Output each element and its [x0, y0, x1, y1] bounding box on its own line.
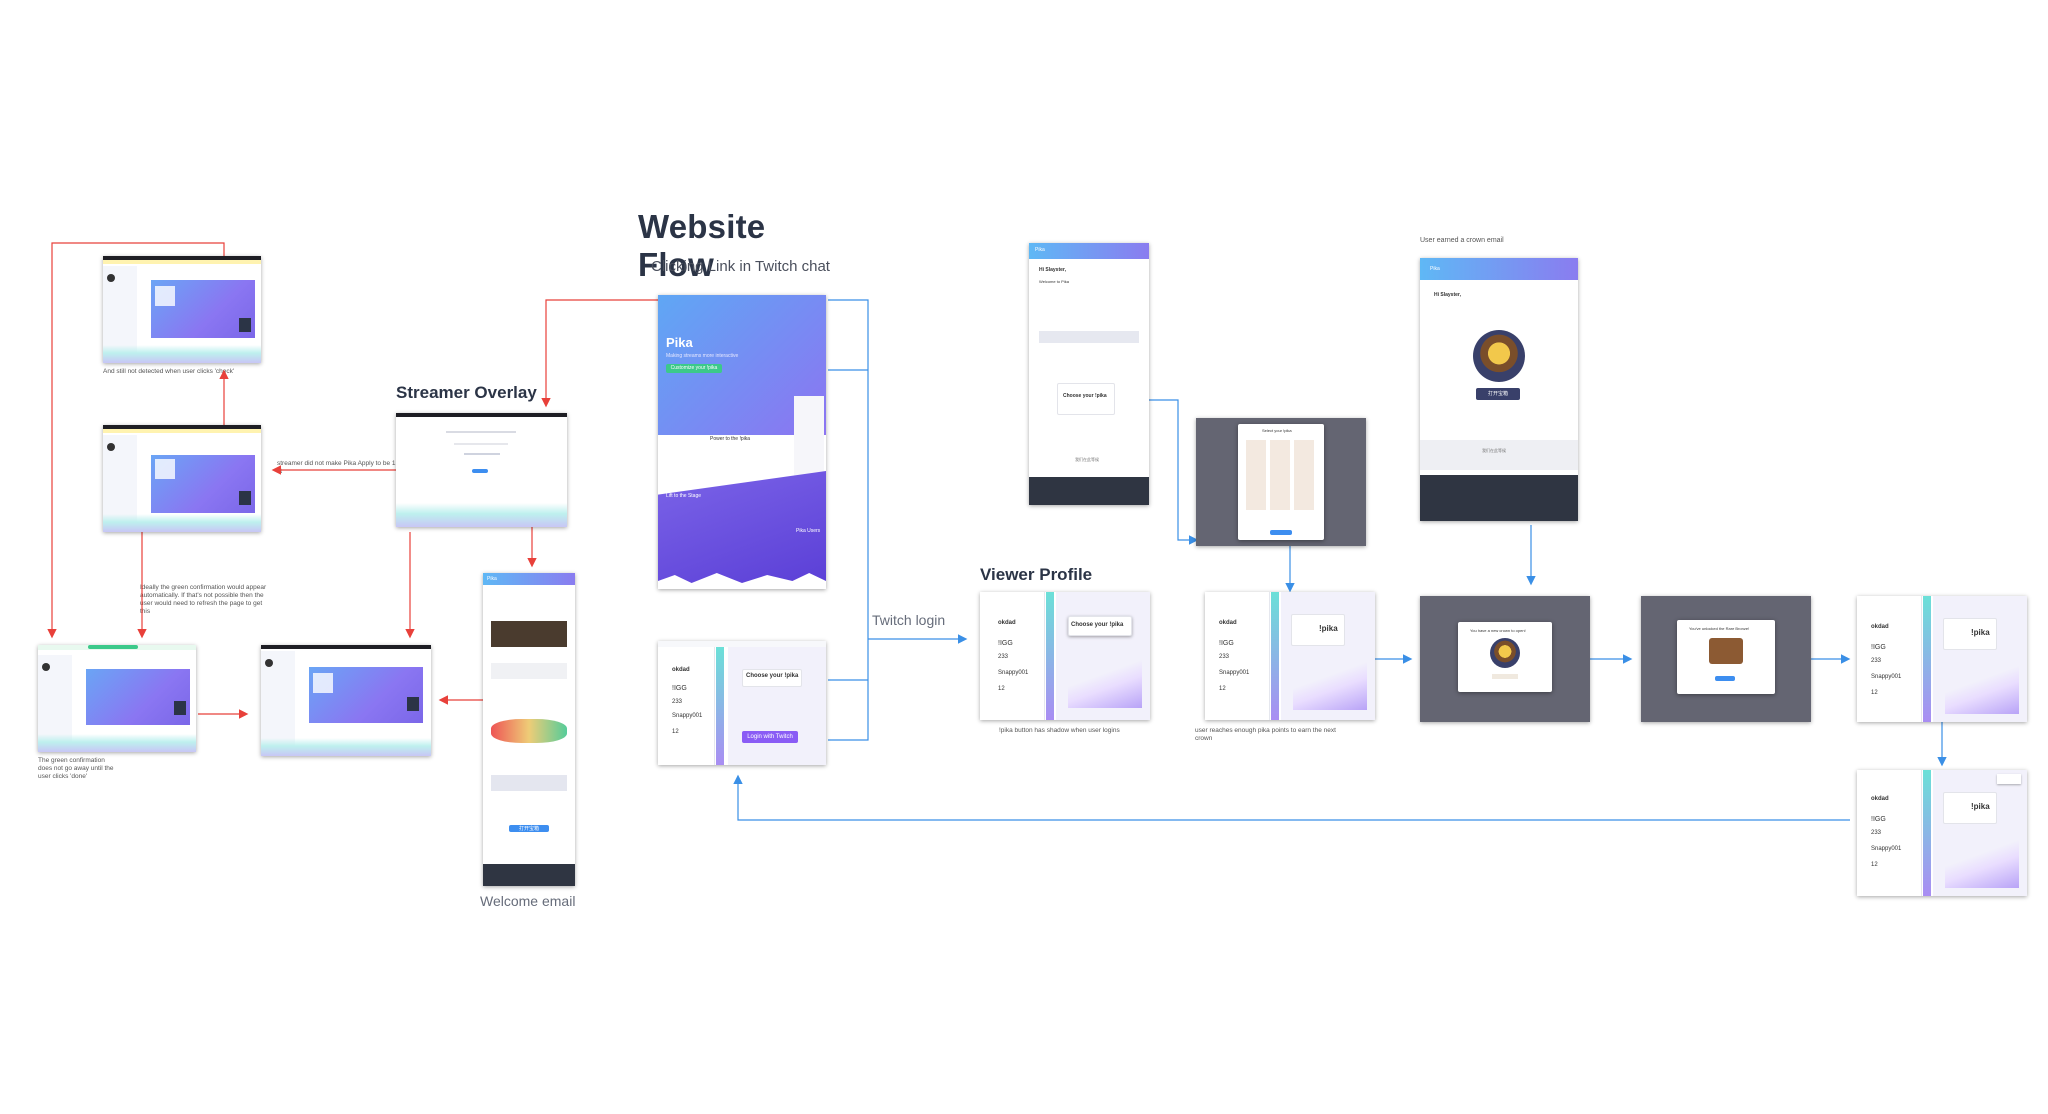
- viewer3-username: okdad: [1871, 624, 1889, 630]
- viewer-handle: Snappy001: [998, 670, 1029, 676]
- dashboard-confirmed-screen: [38, 645, 196, 752]
- viewer4-pika-label: !pika: [1971, 802, 1990, 811]
- landing-feature3: Pika Users: [796, 528, 821, 534]
- overlay-apply-button[interactable]: [472, 469, 488, 473]
- chest-icon: [1473, 330, 1525, 382]
- twitch-login-label: Twitch login: [872, 612, 946, 628]
- unlocked-ok-button[interactable]: [1715, 676, 1735, 681]
- bronze-chest-icon: [1709, 638, 1743, 664]
- login-username: okdad: [672, 667, 690, 673]
- crown-email-greeting: Hi Slayster,: [1434, 292, 1461, 298]
- page-title: Website Flow: [638, 208, 766, 283]
- crown-email-screen: Pika Hi Slayster, 打开宝箱 我们在此等候: [1420, 258, 1578, 521]
- streamer-overlay-label: Streamer Overlay: [396, 383, 537, 402]
- welcome-email-cta[interactable]: 打开宝箱: [509, 825, 549, 832]
- viewer4-level: 12: [1871, 862, 1878, 868]
- landing-brand: Pika: [666, 335, 693, 350]
- welcome-email-brand: Pika: [1035, 247, 1045, 253]
- login-handle: Snappy001: [672, 713, 703, 719]
- caption-reaches-points: user reaches enough pika points to earn …: [1195, 727, 1336, 742]
- viewer4-points: !IGG: [1871, 816, 1886, 823]
- crown-email-brand: Pika: [1430, 266, 1440, 272]
- caption-ideally: Ideally the green confirmation would app…: [140, 584, 267, 615]
- login-level: 12: [672, 729, 679, 735]
- dashboard-final-screen: [261, 645, 431, 756]
- avatar: [107, 274, 115, 282]
- avatar: [42, 663, 50, 671]
- streamer-overlay-screen: [396, 413, 567, 527]
- select-modal-title: Select your !pika: [1262, 428, 1292, 433]
- login-points: !IGG: [672, 685, 687, 692]
- welcome-email-greeting: Hi Slayster,: [1039, 267, 1066, 273]
- viewer-choose-pika-button[interactable]: [1068, 616, 1132, 636]
- select-confirm-button[interactable]: [1270, 530, 1292, 535]
- viewer3-handle: Snappy001: [1871, 674, 1902, 680]
- landing-tagline: Making streams more interactive: [666, 353, 739, 359]
- viewer2-level: 12: [1219, 686, 1226, 692]
- welcome-email-screen: Pika 打开宝箱: [483, 573, 575, 886]
- login-twitch-button[interactable]: Login with Twitch: [742, 731, 798, 743]
- viewer4-points2: 233: [1871, 830, 1882, 836]
- crown-email-label: User earned a crown email: [1420, 237, 1504, 244]
- viewer4-handle: Snappy001: [1871, 846, 1902, 852]
- welcome-email-choose[interactable]: Choose your !pika: [1063, 393, 1107, 399]
- viewer-profile-screen: okdad !IGG 233 Snappy001 12 Choose your …: [980, 592, 1150, 720]
- welcome-email-title: Welcome to Pika: [1039, 279, 1069, 284]
- landing-page-screen: Pika Making streams more interactive Cus…: [658, 295, 826, 589]
- page-subtitle: Clicking Link in Twitch chat: [651, 258, 830, 275]
- landing-feature1: Power to the !pika: [710, 436, 751, 442]
- viewer-choose-label: Choose your !pika: [1071, 622, 1124, 628]
- unlocked-modal-screen: You've unlocked the Rare Bronze!: [1641, 596, 1811, 722]
- caption-green-confirm: The green confirmation does not go away …: [38, 757, 114, 780]
- login-screen: okdad !IGG 233 Snappy001 12 Choose your …: [658, 641, 826, 765]
- email-brand: Pika: [487, 576, 497, 582]
- viewer-level: 12: [998, 686, 1005, 692]
- caption-viewer-shadow: !pika button has shadow when user logins: [999, 727, 1120, 734]
- unlocked-modal-title: You've unlocked the Rare Bronze!: [1689, 626, 1750, 631]
- viewer4-username: okdad: [1871, 796, 1889, 802]
- crown-chest-icon[interactable]: [1490, 638, 1520, 668]
- crown-modal-title: You have a new crown to open!: [1470, 628, 1526, 633]
- viewer2-points: !IGG: [1219, 640, 1234, 647]
- viewer2-handle: Snappy001: [1219, 670, 1250, 676]
- login-points2: 233: [672, 699, 683, 705]
- viewer-username: okdad: [998, 620, 1016, 626]
- crown-email-footer: 我们在此等候: [1482, 448, 1506, 453]
- welcome-email-footer: 我们在此等候: [1075, 457, 1099, 462]
- login-choose-pika[interactable]: Choose your !pika: [746, 673, 799, 679]
- caption-top-left: And still not detected when user clicks …: [103, 368, 235, 375]
- crown-email-cta[interactable]: 打开宝箱: [1476, 388, 1520, 400]
- account-dropdown[interactable]: [1997, 774, 2021, 784]
- viewer-points: !IGG: [998, 640, 1013, 647]
- customize-pika-button[interactable]: Customize your !pika: [666, 364, 722, 373]
- viewer2-pika-label: !pika: [1319, 624, 1338, 633]
- viewer-final-screen: okdad !IGG 233 Snappy001 12 !pika: [1857, 596, 2027, 722]
- viewer2-points2: 233: [1219, 654, 1230, 660]
- viewer3-level: 12: [1871, 690, 1878, 696]
- landing-feature2: Lift to the Stage: [666, 493, 702, 499]
- avatar: [107, 443, 115, 451]
- crown-modal-screen: You have a new crown to open!: [1420, 596, 1590, 722]
- dashboard-not-detected-screen: [103, 256, 261, 363]
- select-pika-screen: Select your !pika: [1196, 418, 1366, 546]
- dashboard-pending-screen: [103, 425, 261, 532]
- viewer-profile-label: Viewer Profile: [980, 565, 1093, 584]
- welcome-short-email-screen: Pika Hi Slayster, Welcome to Pika Choose…: [1029, 243, 1149, 505]
- viewer2-username: okdad: [1219, 620, 1237, 626]
- viewer3-points2: 233: [1871, 658, 1882, 664]
- avatar: [265, 659, 273, 667]
- viewer-final-dropdown-screen: okdad !IGG 233 Snappy001 12 !pika: [1857, 770, 2027, 896]
- viewer-pika-screen: okdad !IGG 233 Snappy001 12 !pika: [1205, 592, 1375, 720]
- viewer3-pika-label: !pika: [1971, 628, 1990, 637]
- viewer3-points: !IGG: [1871, 644, 1886, 651]
- viewer-points2: 233: [998, 654, 1009, 660]
- welcome-email-label: Welcome email: [480, 893, 576, 909]
